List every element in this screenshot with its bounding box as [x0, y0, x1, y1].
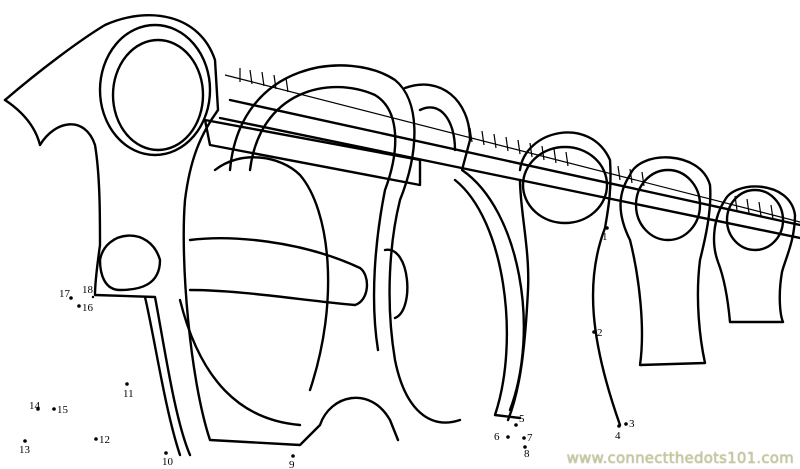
ring-6 — [712, 185, 797, 324]
watermark: www.connectthedots101.com — [566, 449, 794, 467]
dot-1[interactable]: 1 — [602, 226, 609, 243]
rod — [218, 68, 800, 240]
dot-11[interactable]: 11 — [123, 382, 134, 400]
dot-15[interactable]: 15 — [52, 404, 69, 416]
dot-label: 11 — [123, 388, 134, 400]
dot-label: 6 — [494, 431, 500, 443]
dot-label: 18 — [82, 284, 94, 296]
dot-label: 1 — [602, 231, 608, 243]
dot-5[interactable]: 5 — [514, 413, 525, 427]
dot-7[interactable]: 7 — [522, 432, 533, 444]
dot-3[interactable]: 3 — [624, 418, 635, 430]
dot-2[interactable]: 2 — [592, 327, 603, 339]
dot-label: 4 — [615, 430, 621, 442]
dot-label: 7 — [527, 432, 533, 444]
dot-6[interactable]: 6 — [494, 431, 510, 443]
dot-label: 5 — [519, 413, 525, 425]
dot-label: 12 — [99, 434, 110, 446]
dot-17[interactable]: 17 — [59, 288, 73, 300]
dot-14[interactable]: 14 — [29, 400, 41, 412]
ring-5 — [619, 156, 712, 367]
dot-label: 2 — [597, 327, 603, 339]
ring-2 — [228, 64, 462, 424]
dot-10[interactable]: 10 — [162, 451, 174, 468]
dot-12[interactable]: 12 — [94, 434, 110, 446]
dot-label: 13 — [19, 444, 31, 456]
dot-label: 16 — [82, 302, 94, 314]
dot-18[interactable]: 18 — [82, 284, 95, 299]
dot-label: 9 — [289, 459, 295, 469]
dot-13[interactable]: 13 — [19, 439, 31, 456]
ring-3 — [403, 83, 526, 420]
ring-4 — [506, 131, 622, 427]
dot-16[interactable]: 16 — [77, 302, 94, 314]
dot-label: 15 — [57, 404, 69, 416]
big-frame — [3, 14, 422, 457]
dot-label: 17 — [59, 288, 71, 300]
dot-9[interactable]: 9 — [289, 454, 295, 469]
dot-8[interactable]: 8 — [523, 445, 530, 460]
dot-label: 3 — [629, 418, 635, 430]
dot-label: 10 — [162, 456, 174, 468]
dot-4[interactable]: 4 — [615, 424, 621, 442]
dot-label: 14 — [29, 400, 41, 412]
dot-label: 8 — [524, 448, 530, 460]
dots: 1 2 3 4 5 6 7 8 9 10 11 12 13 14 15 16 1… — [19, 226, 635, 469]
